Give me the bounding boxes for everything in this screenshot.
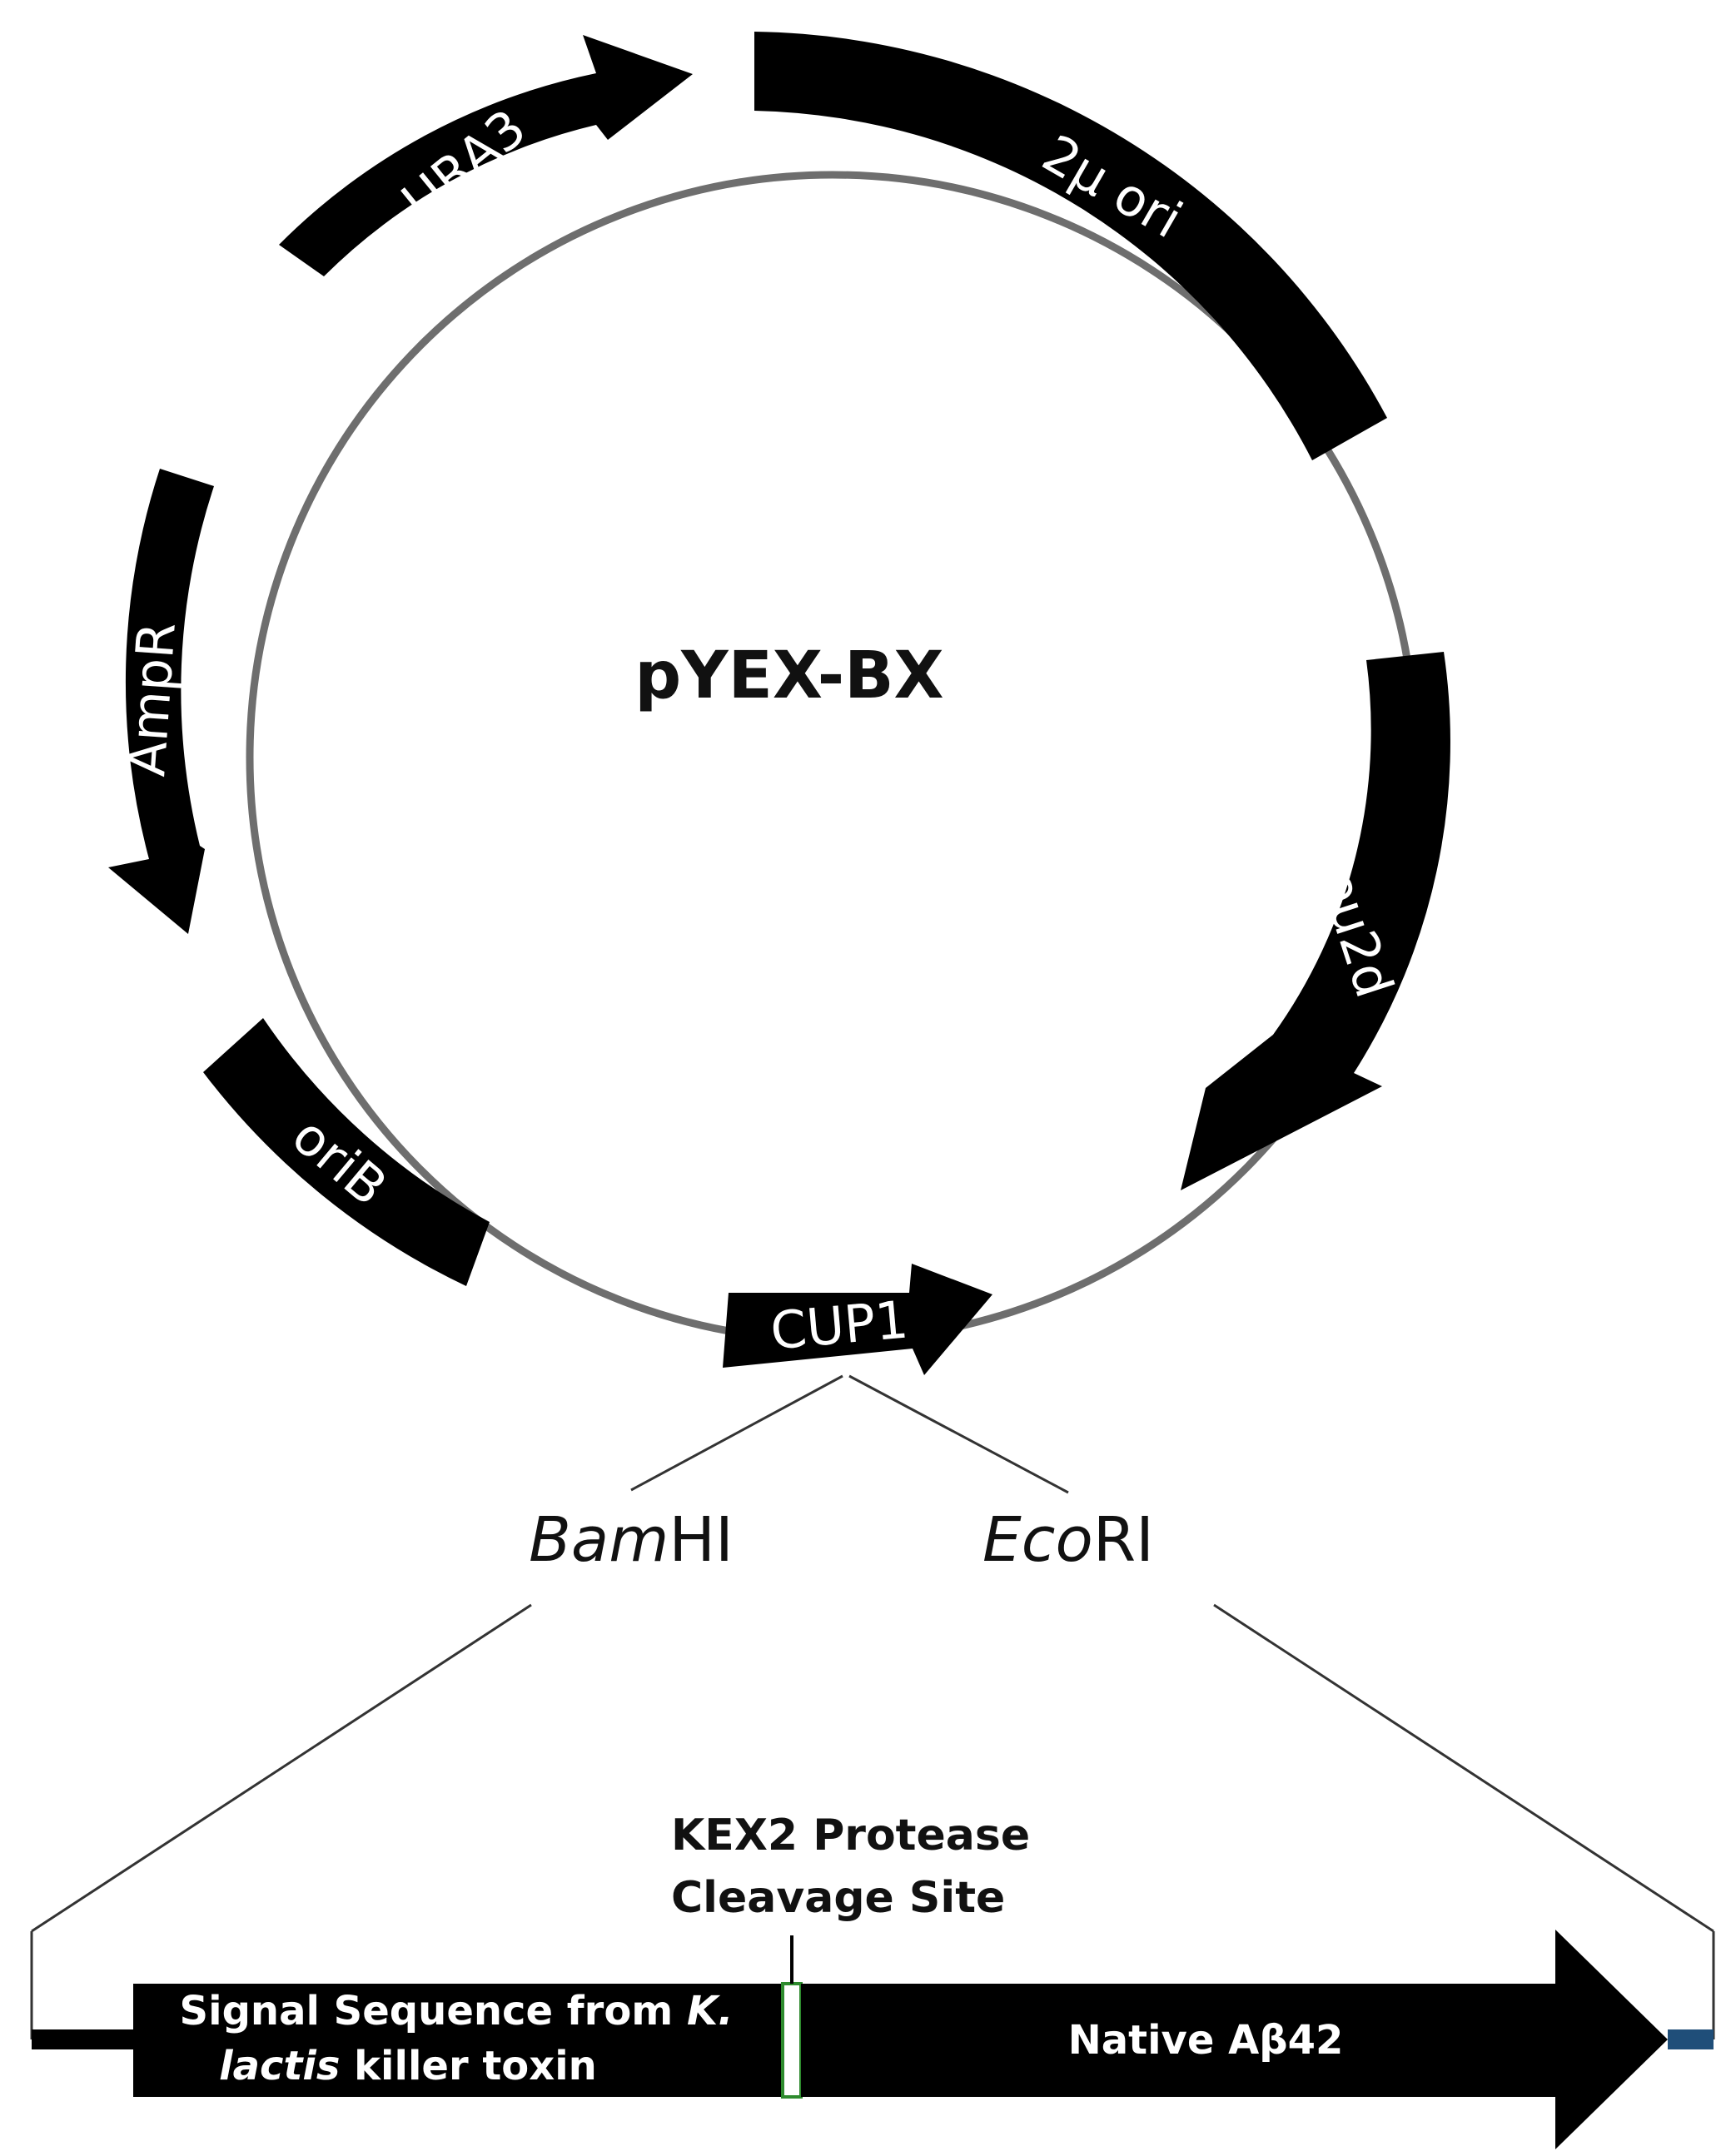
native-abeta42-arrow xyxy=(801,1930,1668,2149)
signal-sequence-label-line2: lactis killer toxin xyxy=(219,2043,597,2089)
kex2-label-line2: Cleavage Site xyxy=(671,1873,1005,1923)
cassette-right-connector-line xyxy=(1213,1603,1714,1933)
cassette-left-connector-line xyxy=(31,1603,532,1933)
plasmid-name: pYEX-BX xyxy=(634,638,943,713)
ampr-label: AmpR xyxy=(116,620,187,778)
signal-sequence-block xyxy=(133,1984,783,2097)
leu2d-feature xyxy=(1181,652,1450,1190)
native-abeta42-label: Native Aβ42 xyxy=(1068,2017,1344,2064)
ecori-connector-line xyxy=(848,1374,1069,1494)
bamhi-site-label: BamHI xyxy=(529,1504,734,1576)
ura3-feature xyxy=(279,35,693,276)
ampr-feature xyxy=(108,469,214,934)
vector-right-flank xyxy=(1668,2029,1714,2049)
vector-left-flank xyxy=(32,2029,133,2049)
orib-feature xyxy=(203,1018,490,1286)
two-micron-ori-feature xyxy=(754,32,1387,460)
ecori-site-label: EcoRI xyxy=(982,1504,1154,1576)
signal-sequence-label-line1: Signal Sequence from K. xyxy=(180,1988,734,2034)
kex2-label-line1: KEX2 Protease xyxy=(671,1811,1030,1860)
kex2-cleavage-site-marker xyxy=(781,1982,803,2099)
cup1-label: CUP1 xyxy=(768,1289,910,1361)
cup1-feature xyxy=(723,1264,992,1375)
bamhi-connector-line xyxy=(630,1374,843,1492)
